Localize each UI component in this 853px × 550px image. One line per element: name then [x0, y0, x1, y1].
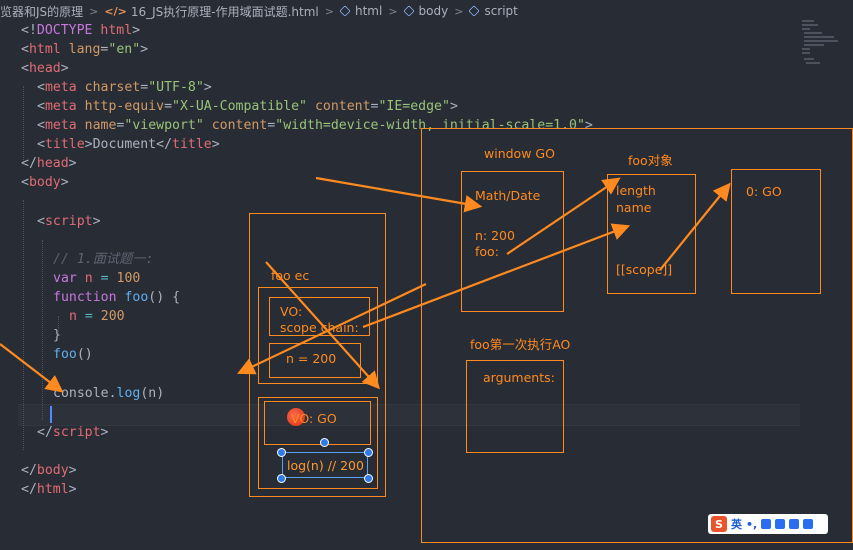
arguments-label: arguments:: [483, 370, 555, 385]
global-vo-box: [264, 401, 371, 445]
code-line-8: </head>: [21, 156, 77, 171]
code-line-7: <title>Document</title>: [37, 137, 220, 152]
breadcrumb-html-label: html: [354, 4, 383, 18]
code-line-4: <meta charset="UTF-8">: [37, 80, 212, 95]
go-zero-label: 0: GO: [746, 184, 782, 199]
window-go-title: window GO: [484, 146, 555, 161]
resize-handle-top-left[interactable]: [277, 448, 286, 457]
n-200-label: n: 200: [475, 228, 515, 243]
breadcrumb-folder-label: 览器和JS的原理: [0, 4, 84, 19]
arrow-back-to-ec: [237, 283, 427, 375]
global-ec-box: [258, 397, 378, 489]
foo-object-title: foo对象: [628, 153, 673, 168]
keyboard-icon[interactable]: [775, 519, 786, 529]
breadcrumb-file-label: 16_JS执行原理-作用域面试题.html: [130, 4, 319, 19]
sogou-logo-icon: S: [711, 516, 727, 532]
scope-list-box: [731, 169, 821, 294]
punctuation-icon[interactable]: •,: [746, 517, 758, 531]
arrow-through-ec: [265, 261, 380, 390]
vo-go-label: VO: GO: [291, 411, 337, 426]
indent-guide: [42, 240, 44, 420]
code-line-14: n = 200: [69, 309, 125, 324]
code-line-16: foo(): [53, 347, 93, 362]
pointer-highlight: [287, 408, 305, 426]
log-n-label: log(n) // 200: [287, 458, 364, 473]
arrow-foo-to-object: [506, 177, 621, 255]
indent-guide: [23, 200, 25, 450]
code-line-2: <html lang="en">: [21, 42, 149, 57]
code-line-11: // 1.面试题一:: [53, 252, 154, 267]
chevron-right-icon: >: [454, 4, 464, 18]
n-assign-box: [269, 343, 361, 378]
html-file-icon: </>: [104, 4, 127, 18]
code-line-19: </body>: [21, 463, 77, 478]
scope-chain-label: scope chain:: [280, 320, 359, 335]
breadcrumb-body-label: body: [418, 4, 449, 18]
length-label: length: [616, 183, 656, 198]
minimap[interactable]: [800, 18, 840, 68]
breadcrumb-body[interactable]: body: [402, 4, 449, 18]
code-line-18: </script>: [37, 425, 109, 440]
window-go-box: [461, 171, 564, 312]
code-line-9: <body>: [21, 175, 69, 190]
code-line-6: <meta name="viewport" content="width=dev…: [37, 118, 593, 133]
resize-handle-top-right[interactable]: [364, 448, 373, 457]
math-date-label: Math/Date: [475, 188, 541, 203]
code-line-3: <head>: [21, 61, 69, 76]
code-line-20: </html>: [21, 482, 77, 497]
mic-icon[interactable]: [761, 519, 772, 529]
arrow-to-console: [0, 343, 64, 393]
resize-handle-bottom-right[interactable]: [364, 474, 373, 483]
breadcrumb-html[interactable]: html: [339, 4, 383, 18]
text-caret: [50, 406, 52, 423]
current-line-highlight: [18, 404, 800, 426]
code-line-13: function foo() {: [53, 290, 181, 305]
skin-icon[interactable]: [789, 519, 800, 529]
code-line-10: <script>: [37, 214, 101, 229]
breadcrumb-folder[interactable]: 览器和JS的原理: [0, 3, 83, 20]
foo-prop-label: foo:: [475, 244, 499, 259]
chevron-right-icon: >: [388, 4, 398, 18]
ime-toolbar[interactable]: S 英 •,: [708, 514, 828, 534]
chevron-right-icon: >: [89, 4, 99, 18]
code-line-5: <meta http-equiv="X-UA-Compatible" conte…: [37, 99, 458, 114]
code-line-15: }: [53, 328, 61, 343]
foo-ec-box: [258, 287, 378, 384]
n-assign-label: n = 200: [286, 351, 337, 366]
indent-guide: [23, 86, 25, 162]
code-line-12: var n = 100: [53, 271, 141, 286]
rotate-handle[interactable]: [320, 438, 329, 447]
breadcrumb: 览器和JS的原理 > </>16_JS执行原理-作用域面试题.html > ht…: [0, 0, 853, 22]
foo-ao-title: foo第一次执行AO: [470, 337, 571, 352]
code-line-17: console.log(n): [53, 386, 165, 401]
arrow-scope-chain: [362, 223, 631, 329]
vo-label: VO:: [280, 304, 303, 319]
selection-box[interactable]: [282, 452, 368, 478]
ecstack-box: [249, 213, 386, 497]
name-label: name: [616, 200, 652, 215]
resize-handle-bottom-left[interactable]: [277, 474, 286, 483]
arrow-to-window-go: [315, 176, 483, 213]
code-line-1: <!DOCTYPE html>: [21, 23, 141, 38]
ime-language[interactable]: 英: [731, 518, 742, 531]
breadcrumb-script-label: script: [484, 4, 518, 18]
arrow-scope-to-go: [659, 182, 731, 271]
breadcrumb-script[interactable]: script: [468, 4, 518, 18]
scope-label: [[scope]]: [616, 262, 673, 277]
foo-ao-box: [466, 360, 564, 453]
indent-guide: [58, 316, 60, 334]
breadcrumb-file[interactable]: </>16_JS执行原理-作用域面试题.html: [104, 3, 318, 20]
grid-icon[interactable]: [803, 519, 814, 529]
chevron-right-icon: >: [324, 4, 334, 18]
